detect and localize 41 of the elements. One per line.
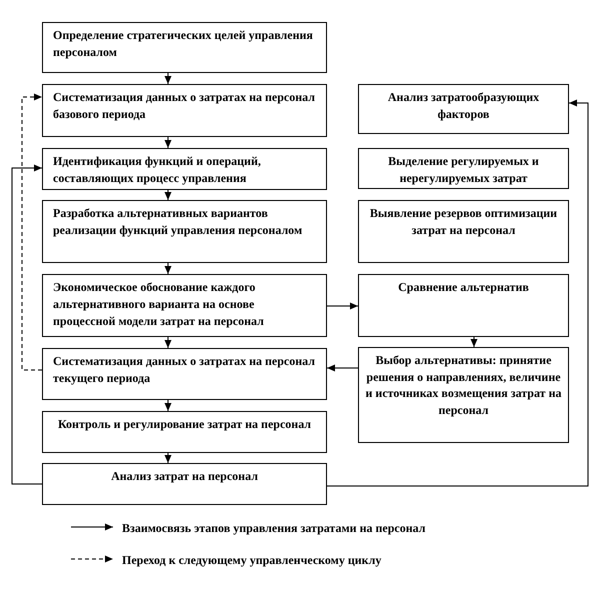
step-text: Выделение регулируемых и нерегулируемых затрат: [387, 153, 540, 186]
step-text: Анализ затратообразующих факторов: [386, 89, 540, 122]
arrow: [164, 400, 172, 412]
process-box: [42, 348, 327, 400]
step-text: Контроль и регулирование затрат на персонал: [56, 416, 312, 432]
arrow: [164, 72, 172, 84]
arrow: [12, 164, 42, 484]
step-text: Сравнение альтернатив: [397, 279, 530, 296]
arrow: [164, 336, 172, 348]
arrow: [164, 452, 172, 464]
process-box: [42, 200, 327, 263]
arrow: [164, 190, 172, 200]
step-text: Разработка альтернативных вариантов реализации функций управления персоналом: [53, 205, 304, 239]
legend-text: Взаимосвязь этапов управления затратами на персонал: [122, 520, 426, 536]
step-text: Выявление резервов оптимизации затрат на персонал: [368, 205, 558, 238]
process-box: [42, 274, 327, 337]
process-box: [42, 463, 327, 505]
arrow: [326, 302, 358, 310]
dashed-arrow: [22, 94, 42, 370]
arrow: [164, 136, 172, 148]
step-text: Выбор альтернативы: принятие решения о направлениях, величине и источниках возмещения затрат на персонал: [364, 352, 562, 418]
process-box: [358, 274, 569, 337]
step-text: Идентификация функций и операций, составляющих процесс управления: [53, 153, 262, 187]
process-box: [358, 148, 569, 189]
process-box: [42, 148, 327, 190]
process-box: [42, 84, 327, 137]
arrow: [326, 364, 358, 372]
arrow: [470, 336, 478, 348]
arrow: [326, 100, 588, 486]
step-text: Систематизация данных о затратах на персонал базового периода: [53, 89, 316, 123]
process-box: [358, 347, 569, 443]
step-text: Экономическое обоснование каждого альтернативного варианта на основе процессной модели затрат на персонал: [53, 279, 265, 330]
step-text: Анализ затрат на персонал: [110, 468, 259, 484]
process-box: [42, 22, 327, 73]
process-box: [358, 84, 569, 134]
arrow: [164, 262, 172, 274]
process-box: [358, 200, 569, 263]
step-text: Определение стратегических целей управления персоналом: [53, 27, 314, 61]
step-text: Систематизация данных о затратах на персонал текущего периода: [53, 353, 316, 387]
process-box: [42, 411, 327, 453]
legend-text: Переход к следующему управленческому циклу: [122, 552, 382, 568]
